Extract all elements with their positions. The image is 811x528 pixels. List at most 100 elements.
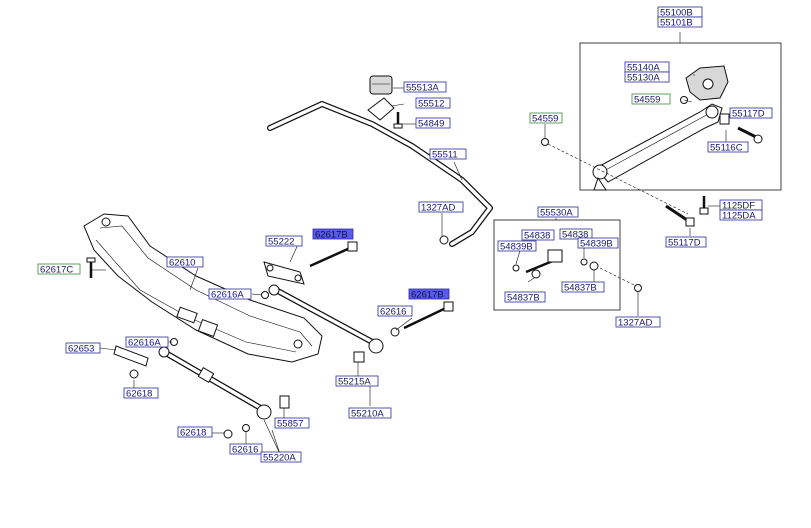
part-label-54839ba[interactable]: 54839B bbox=[497, 240, 537, 253]
part-label-text: 55140A bbox=[627, 63, 660, 74]
part-label-text: 62616 bbox=[232, 445, 258, 456]
part-label-1327ad_top[interactable]: 1327AD bbox=[418, 201, 464, 214]
part-label-box bbox=[631, 93, 671, 105]
part-label-55511[interactable]: 55511 bbox=[429, 148, 467, 161]
part-label-box bbox=[559, 228, 593, 240]
part-label-55215a[interactable]: 55215A bbox=[335, 375, 379, 388]
part-label-62618_a[interactable]: 62618 bbox=[123, 387, 159, 400]
part-label-text: 54838 bbox=[524, 231, 550, 242]
part-label-62610[interactable]: 62610 bbox=[166, 256, 204, 269]
part-label-55210a[interactable]: 55210A bbox=[348, 407, 392, 420]
part-label-55513a[interactable]: 55513A bbox=[403, 81, 447, 94]
part-label-62617b_b[interactable]: 62617B bbox=[408, 288, 450, 301]
part-label-54849[interactable]: 54849 bbox=[415, 117, 451, 130]
part-label-text: 62618 bbox=[180, 428, 206, 439]
part-label-1327ad_bot[interactable]: 1327AD bbox=[615, 316, 661, 329]
part-label-text: 54559 bbox=[634, 95, 660, 106]
crossmember[interactable] bbox=[83, 213, 323, 363]
part-label-62616a_b[interactable]: 62616A bbox=[125, 336, 169, 349]
part-label-55101b[interactable]: 55101B bbox=[657, 16, 703, 29]
stabilizer-link[interactable] bbox=[525, 249, 563, 274]
part-label-text: 62617C bbox=[40, 265, 73, 276]
part-label-55130a[interactable]: 55130A bbox=[624, 71, 670, 84]
nut-62618-bottom[interactable] bbox=[223, 429, 233, 439]
stabilizer-bar[interactable] bbox=[267, 101, 493, 247]
part-label-62618_b[interactable]: 62618 bbox=[177, 426, 213, 439]
part-label-55530a[interactable]: 55530A bbox=[537, 206, 579, 219]
part-label-text: 54839B bbox=[500, 242, 533, 253]
bushing-54837b-left[interactable] bbox=[531, 269, 541, 279]
part-label-text: 55210A bbox=[351, 409, 384, 420]
part-label-55117d_top[interactable]: 55117D bbox=[729, 107, 773, 120]
part-label-box bbox=[377, 305, 413, 317]
part-label-55117d_bot[interactable]: 55117D bbox=[665, 236, 707, 249]
part-label-text: 55513A bbox=[406, 83, 439, 94]
nut-1327ad-bottom[interactable] bbox=[634, 284, 642, 292]
part-label-62617b_a[interactable]: 62617B bbox=[312, 228, 354, 241]
nut-62618-left[interactable] bbox=[129, 369, 139, 379]
bolt-55117d-bottom[interactable] bbox=[665, 204, 695, 227]
washer-62616[interactable] bbox=[390, 327, 400, 337]
part-label-54838a[interactable]: 54838 bbox=[521, 229, 555, 242]
part-label-1125da[interactable]: 1125DA bbox=[719, 209, 763, 222]
part-label-55512[interactable]: 55512 bbox=[415, 97, 451, 110]
washer-62616-bottom[interactable] bbox=[242, 424, 250, 432]
part-label-55220a[interactable]: 55220A bbox=[260, 451, 302, 464]
lower-arm-55220a[interactable] bbox=[158, 346, 272, 420]
part-label-55116c[interactable]: 55116C bbox=[707, 141, 749, 154]
part-label-text: 55101B bbox=[660, 18, 693, 29]
part-label-box bbox=[577, 237, 619, 249]
bushing-55215a[interactable] bbox=[353, 351, 365, 363]
bolt-62617b-lower[interactable] bbox=[403, 301, 454, 330]
bolt-54849[interactable] bbox=[393, 112, 403, 129]
part-label-box bbox=[418, 201, 464, 213]
part-label-box bbox=[208, 288, 252, 300]
part-label-text: 54839B bbox=[580, 239, 613, 250]
stabilizer-bushing[interactable] bbox=[369, 75, 393, 95]
bolt-62617c[interactable] bbox=[86, 257, 96, 278]
bolt-1125df[interactable] bbox=[699, 196, 709, 215]
part-label-54839bb[interactable]: 54839B bbox=[577, 237, 619, 250]
part-label-text: 54837B bbox=[564, 283, 597, 294]
part-label-text: 54559 bbox=[532, 114, 558, 125]
part-label-55222[interactable]: 55222 bbox=[265, 235, 303, 248]
part-label-text: 55117D bbox=[668, 238, 701, 249]
part-label-55857[interactable]: 55857 bbox=[274, 417, 310, 430]
bolt-55117d-top[interactable] bbox=[737, 126, 763, 144]
part-label-54837ba[interactable]: 54837B bbox=[504, 291, 546, 304]
trailing-arm[interactable] bbox=[592, 103, 723, 191]
part-label-54559a[interactable]: 54559 bbox=[631, 93, 671, 106]
part-label-box bbox=[415, 97, 451, 109]
part-label-box bbox=[274, 417, 310, 429]
plate-55222[interactable] bbox=[263, 261, 305, 285]
part-label-62617c[interactable]: 62617C bbox=[37, 263, 81, 276]
bushing-54837b-right[interactable] bbox=[589, 261, 599, 271]
part-label-text: 55117D bbox=[732, 109, 765, 120]
part-label-62616_a[interactable]: 62616 bbox=[377, 305, 413, 318]
part-label-text: 54849 bbox=[418, 119, 444, 130]
part-label-box bbox=[265, 235, 303, 247]
part-label-62616a_a[interactable]: 62616A bbox=[208, 288, 252, 301]
trailing-arm-bracket[interactable] bbox=[685, 65, 729, 101]
washer-54839b-left[interactable] bbox=[512, 264, 520, 272]
part-label-62653[interactable]: 62653 bbox=[65, 342, 101, 355]
nut-62616a-upper[interactable] bbox=[261, 291, 269, 299]
upper-arm-55210a[interactable] bbox=[268, 284, 384, 354]
part-label-text: 62617B bbox=[411, 290, 444, 301]
nut-54559-left[interactable] bbox=[541, 138, 549, 146]
bushing-55857[interactable] bbox=[279, 395, 290, 409]
part-label-54838b[interactable]: 54838 bbox=[559, 228, 593, 241]
part-label-box bbox=[260, 451, 302, 463]
bushing-55116c[interactable] bbox=[719, 113, 730, 125]
part-label-54559b[interactable]: 54559 bbox=[529, 112, 563, 125]
part-label-54837bb[interactable]: 54837B bbox=[561, 281, 605, 294]
part-label-62616_b[interactable]: 62616 bbox=[229, 443, 263, 456]
stabilizer-bracket[interactable] bbox=[367, 97, 395, 121]
part-label-box bbox=[348, 407, 392, 419]
plate-62653[interactable] bbox=[113, 345, 149, 367]
part-label-text: 55100B bbox=[660, 8, 693, 19]
nut-1327ad-top[interactable] bbox=[439, 235, 449, 245]
washer-54839b-right[interactable] bbox=[580, 258, 588, 266]
bolt-62617b-upper[interactable] bbox=[309, 241, 358, 268]
